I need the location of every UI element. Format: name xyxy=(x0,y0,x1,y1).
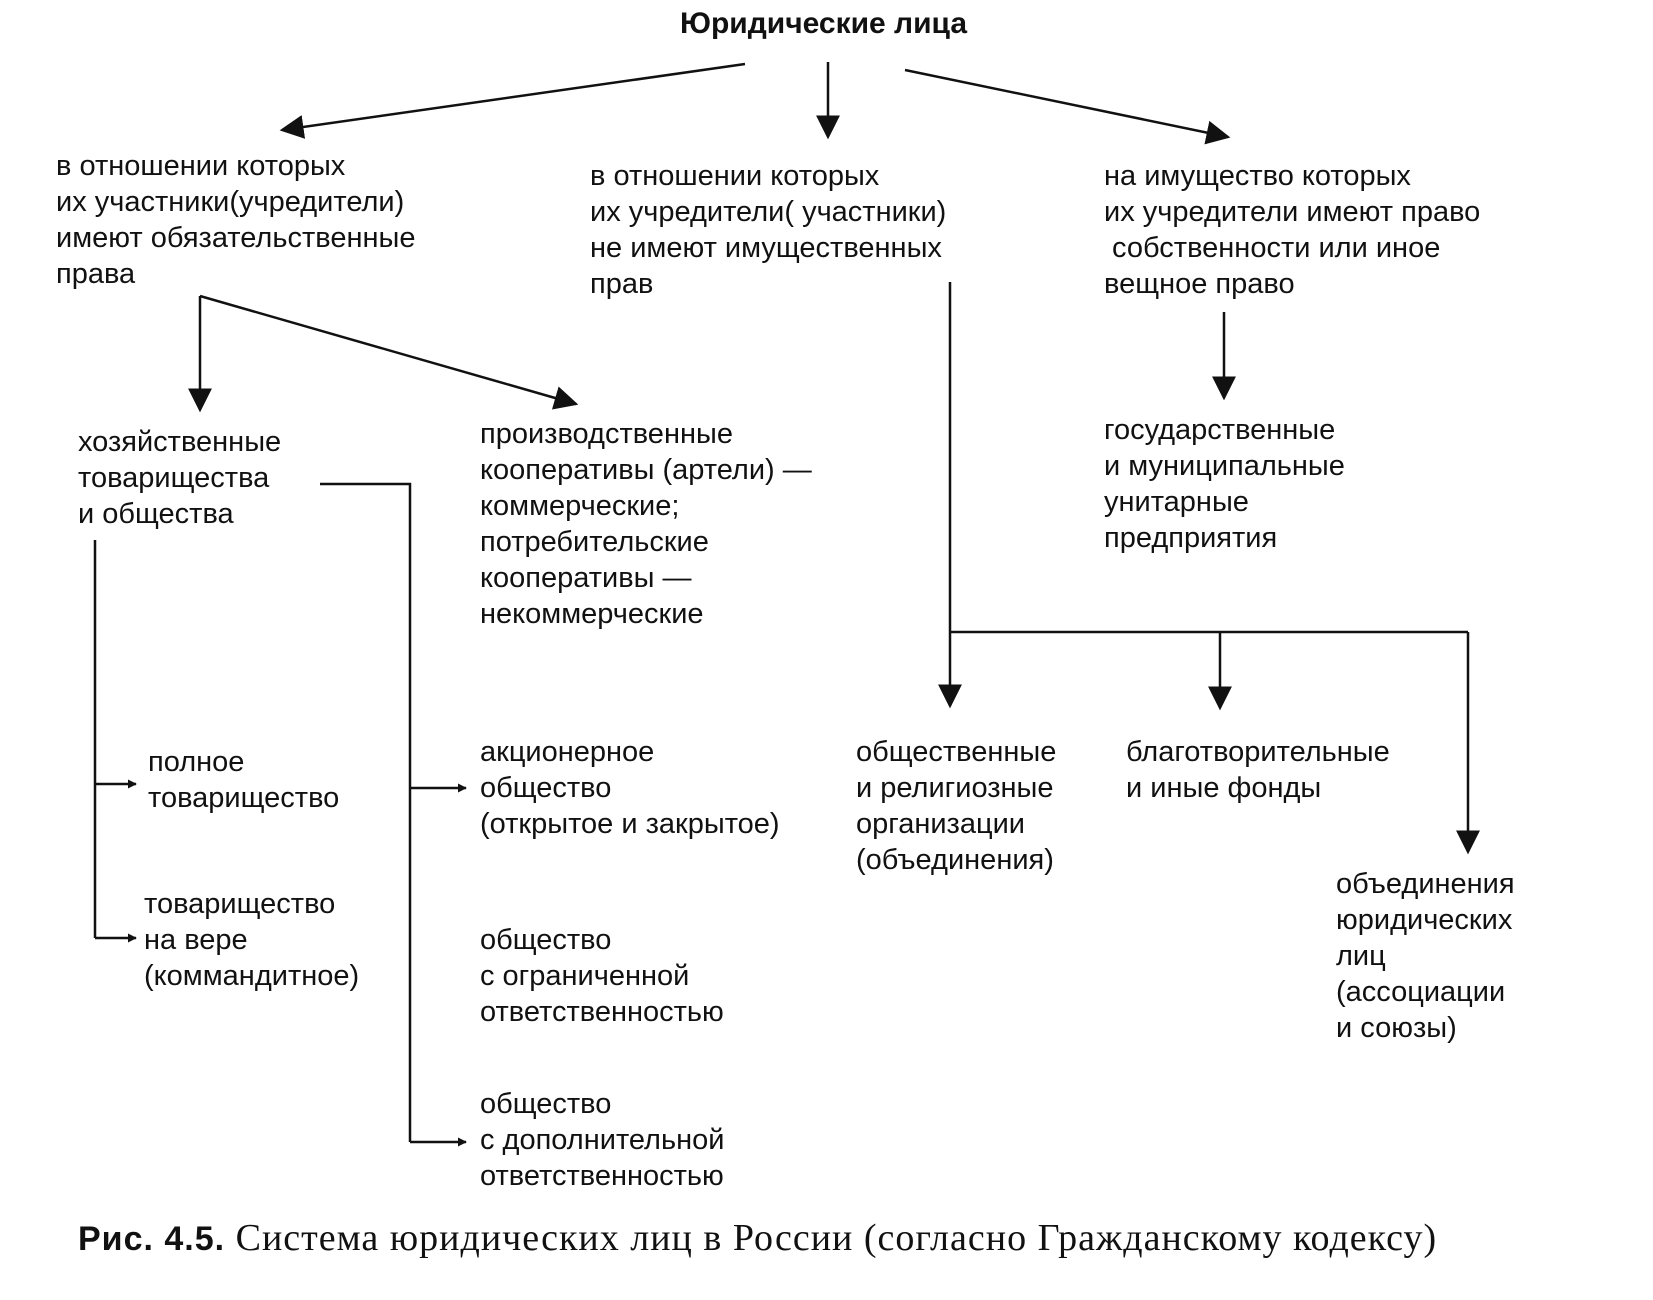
diagram-title: Юридические лица xyxy=(680,7,968,40)
branch-no-property-rights: в отношении которых их учредители( участ… xyxy=(590,160,947,300)
arrow-title-to-obligation xyxy=(279,62,746,139)
node-llc: общество с ограниченной ответственностью xyxy=(480,924,724,1028)
figure-label: Рис. 4.5. xyxy=(78,1220,226,1258)
node-joint-stock-company: акционерное общество (открытое и закрыто… xyxy=(480,736,780,840)
node-funds: благотворительные и иные фонды xyxy=(1126,736,1390,804)
node-full-partnership: полное товарищество xyxy=(148,746,340,814)
node-unitary-enterprises: государственные и муниципальные унитарны… xyxy=(1104,414,1345,554)
arrow-title-to-ownership xyxy=(904,68,1231,145)
node-limited-partnership: товарищество на вере (коммандитное) xyxy=(144,888,360,992)
branch-obligation-rights: в отношении которых их участники(учредит… xyxy=(56,150,416,290)
arrow-obligation-to-cooperatives xyxy=(199,294,579,410)
branch-ownership-rights: на имущество которых их учредители имеют… xyxy=(1104,160,1481,300)
node-public-religious: общественные и религиозные организации (… xyxy=(856,736,1057,876)
node-associations: объединения юридических лиц (ассоциации … xyxy=(1336,868,1515,1044)
node-additional-liability: общество с дополнительной ответственност… xyxy=(480,1088,725,1192)
figure-caption-text: Система юридических лиц в России (соглас… xyxy=(225,1217,1438,1259)
figure-caption: Рис. 4.5. Система юридических лиц в Росс… xyxy=(78,1216,1437,1260)
line-companies-bracket xyxy=(320,482,412,1142)
node-cooperatives: производственные кооперативы (артели) — … xyxy=(480,418,812,630)
node-business-partnerships: хозяйственные товарищества и общества xyxy=(78,426,282,530)
